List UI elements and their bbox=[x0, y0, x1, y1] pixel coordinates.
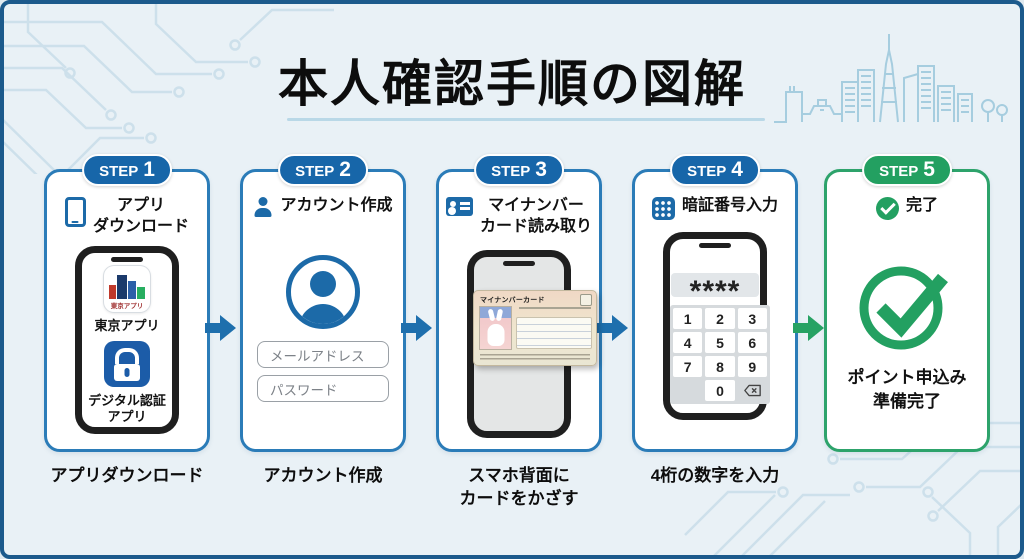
step-5-heading: 完了 bbox=[827, 196, 987, 220]
step-1-heading: アプリ ダウンロード bbox=[47, 196, 207, 238]
user-icon bbox=[253, 197, 273, 217]
avatar bbox=[286, 255, 360, 329]
phone-notch bbox=[699, 243, 731, 248]
step-badge-label: STEP bbox=[491, 163, 531, 180]
step-badge-number: 1 bbox=[143, 158, 155, 181]
step-badge-number: 5 bbox=[923, 158, 935, 181]
password-field: パスワード bbox=[257, 375, 389, 402]
tokyo-app-icon: 東京アプリ bbox=[104, 265, 150, 312]
step-card-2: STEP 2 アカウント作成 メールアドレス パスワード bbox=[240, 154, 406, 452]
step-badge-label: STEP bbox=[295, 163, 335, 180]
tokyo-app-icon-label: 東京アプリ bbox=[110, 302, 144, 310]
keypad-key: 8 bbox=[705, 356, 735, 377]
mynumber-card-title: マイナンバーカード bbox=[480, 297, 545, 304]
arrow-step3-to-step4 bbox=[597, 315, 629, 341]
keypad-icon bbox=[651, 197, 675, 220]
arrow-step1-to-step2 bbox=[205, 315, 237, 341]
keypad-key: 3 bbox=[737, 308, 767, 329]
phone-illustration-step4: **** 1 2 3 4 5 6 7 8 9 0 bbox=[663, 232, 770, 420]
backspace-icon bbox=[738, 380, 767, 401]
step-badge-label: STEP bbox=[879, 163, 919, 180]
phone-notch bbox=[503, 260, 535, 266]
step-badge-label: STEP bbox=[99, 163, 139, 180]
result-text: ポイント申込み 準備完了 bbox=[847, 368, 967, 411]
keypad-key: 0 bbox=[705, 380, 735, 401]
keypad-key: 1 bbox=[673, 308, 703, 329]
keypad-key: 6 bbox=[737, 332, 767, 353]
step-1-caption: アプリダウンロード bbox=[50, 466, 204, 485]
step-2-badge: STEP 2 bbox=[278, 154, 368, 186]
arrow-step4-to-step5 bbox=[793, 315, 825, 341]
keypad-key: 4 bbox=[673, 332, 703, 353]
step-2-heading: アカウント作成 bbox=[243, 196, 403, 217]
step-badge-number: 4 bbox=[731, 158, 743, 181]
phone-notch bbox=[111, 256, 143, 262]
keypad-key: 2 bbox=[705, 308, 735, 329]
step-4-badge: STEP 4 bbox=[670, 154, 760, 186]
keypad-blank bbox=[673, 380, 702, 401]
step-badge-number: 3 bbox=[535, 158, 547, 181]
arrow-step2-to-step3 bbox=[401, 315, 433, 341]
card-emblem bbox=[580, 294, 592, 306]
phone-illustration-step1: 東京アプリ 東京アプリ デジタル認証 アプリ bbox=[75, 245, 179, 434]
digital-auth-app-icon bbox=[104, 341, 150, 388]
title-underline bbox=[287, 118, 765, 121]
step-badge-number: 2 bbox=[339, 158, 351, 181]
numeric-keypad: 1 2 3 4 5 6 7 8 9 0 bbox=[670, 305, 770, 404]
big-checkmark-icon bbox=[859, 266, 948, 350]
card-text-lines bbox=[516, 317, 592, 349]
email-field: メールアドレス bbox=[257, 341, 389, 368]
tokyo-app-name: 東京アプリ bbox=[94, 317, 160, 333]
step-3-heading: マイナンバー カード読み取り bbox=[439, 196, 599, 238]
smartphone-icon bbox=[64, 197, 86, 227]
check-circle-icon bbox=[875, 197, 899, 220]
step-4-heading: 暗証番号入力 bbox=[635, 196, 795, 220]
keypad-key: 5 bbox=[705, 332, 735, 353]
step-5-badge: STEP 5 bbox=[862, 154, 952, 186]
step-card-1: STEP 1 アプリ ダウンロード 東京アプリ 東京アプリ bbox=[44, 154, 210, 452]
id-card-icon bbox=[445, 197, 473, 216]
step-card-3: STEP 3 マイナンバー カード読み取り マイナンバーカード bbox=[436, 154, 602, 452]
step-1-badge: STEP 1 bbox=[82, 154, 172, 186]
step-4-caption: 4桁の数字を入力 bbox=[650, 466, 780, 485]
keypad-key: 9 bbox=[737, 356, 767, 377]
digital-auth-app-name: デジタル認証 アプリ bbox=[88, 393, 166, 424]
step-badge-label: STEP bbox=[687, 163, 727, 180]
rabbit-mascot-photo bbox=[479, 306, 512, 350]
keypad-key: 7 bbox=[673, 356, 703, 377]
step-card-5: STEP 5 完了 ポイント申込み 準備完了 bbox=[824, 154, 990, 452]
step-3-caption: スマホ背面に カードをかざす bbox=[459, 466, 579, 508]
page-title: 本人確認手順の図解 bbox=[278, 56, 746, 112]
mynumber-card-illustration: マイナンバーカード bbox=[473, 290, 597, 366]
pin-display: **** bbox=[671, 273, 759, 297]
step-card-4: STEP 4 暗証番号入力 **** 1 2 3 4 5 6 7 8 9 bbox=[632, 154, 798, 452]
step-2-caption: アカウント作成 bbox=[263, 466, 383, 485]
step-3-badge: STEP 3 bbox=[474, 154, 564, 186]
padlock-icon bbox=[115, 347, 139, 364]
